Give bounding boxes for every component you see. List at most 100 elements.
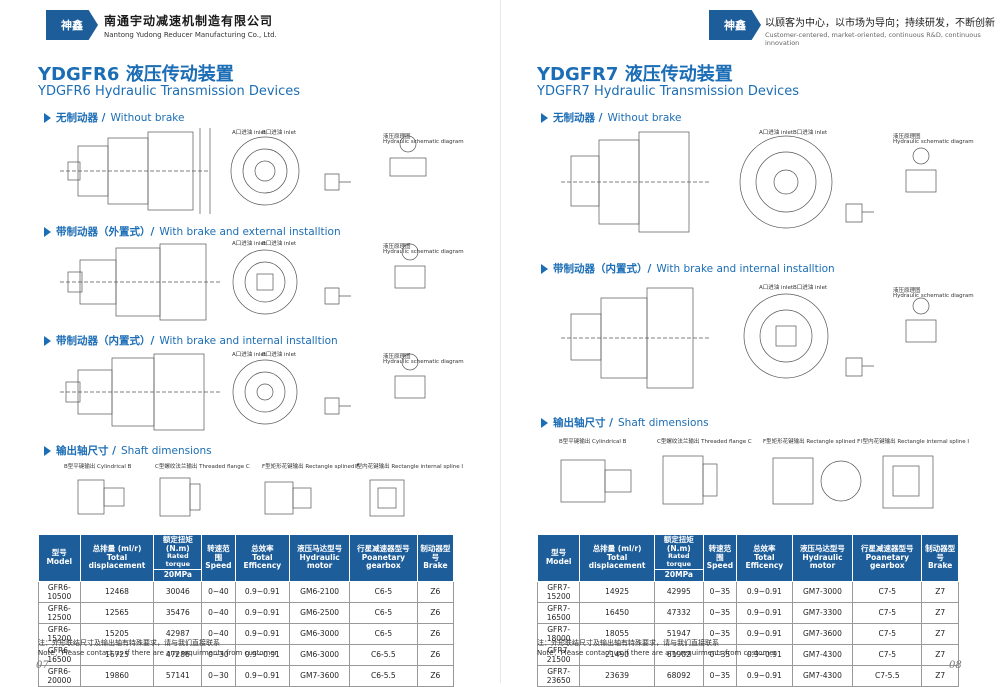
- section-shaft-dimensions: 输出轴尺寸 / Shaft dimensions: [44, 443, 212, 458]
- page-subtitle: YDGFR7 Hydraulic Transmission Devices: [537, 84, 800, 99]
- shaft-label-i: I型内花键输出 Rectangle internal spline I: [861, 439, 970, 445]
- company-logo: 神鑫: [709, 10, 761, 40]
- label-schematic-cn: 液压原理图: [383, 134, 411, 140]
- label-a-inlet: A口进油 inlet: [232, 130, 267, 136]
- label-schematic-cn: 液压原理图: [383, 244, 411, 250]
- footnote-en: Note：Please contact us if there are any …: [38, 649, 278, 658]
- logo-text: 神鑫: [724, 19, 746, 32]
- company-name: 南通宇动减速机制造有限公司 Nantong Yudong Reducer Man…: [104, 12, 277, 39]
- section-shaft-dimensions: 输出轴尺寸 / Shaft dimensions: [541, 415, 709, 430]
- triangle-bullet-icon: [44, 112, 51, 123]
- shaft-label-f: F型矩形花键输出 Rectangle splined F: [262, 464, 360, 470]
- section-brake-internal: 带制动器（内置式）/ With brake and internal insta…: [44, 333, 338, 348]
- footnote-en: Note：Please contact us if there are any …: [537, 649, 777, 658]
- th-torque: 额定扭矩 (N.m)Rated torque: [153, 533, 203, 571]
- section-without-brake: 无制动器 / Without brake: [541, 110, 681, 125]
- triangle-bullet-icon: [44, 445, 51, 456]
- page-subtitle: YDGFR6 Hydraulic Transmission Devices: [38, 84, 301, 99]
- th-displacement: 总排量 (ml/r)Total displacement: [579, 534, 655, 582]
- th-torque: 额定扭矩 (N.m)Rated torque: [653, 533, 704, 571]
- page-number: 08: [949, 660, 962, 671]
- shaft-label-f: F型矩形花键输出 Rectangle splined F: [763, 439, 861, 445]
- slogan-cn: 以顾客为中心，以市场为导向；持续研发，不断创新: [765, 18, 995, 29]
- drawing-without-brake: [561, 126, 951, 246]
- shaft-label-b: B型平键输出 Cylindrical B: [559, 439, 627, 445]
- label-b-inlet: B口进油 inlet: [262, 241, 297, 247]
- drawing-brake-internal: [561, 280, 951, 400]
- page-left: 神鑫 南通宇动减速机制造有限公司 Nantong Yudong Reducer …: [0, 0, 500, 687]
- footnote-cn: 注：外形联结尺寸及输出轴有特殊要求，请与我们直接联系: [38, 639, 220, 647]
- shaft-drawings: [60, 472, 460, 522]
- shaft-drawings: [551, 448, 961, 518]
- footnote-cn: 注：外形联结尺寸及输出轴有特殊要求，请与我们直接联系: [537, 639, 719, 647]
- label-b-inlet: B口进油 inlet: [793, 285, 828, 291]
- triangle-bullet-icon: [541, 417, 548, 428]
- label-schematic-en: Hydraulic schematic diagram: [893, 293, 974, 299]
- slogan-en: Customer-centered, market-oriented, cont…: [765, 31, 981, 47]
- label-schematic-cn: 液压原理图: [383, 354, 411, 360]
- slogan: 以顾客为中心，以市场为导向；持续研发，不断创新 Customer-centere…: [765, 14, 1000, 47]
- label-a-inlet: A口进油 inlet: [232, 241, 267, 247]
- label-b-inlet: B口进油 inlet: [262, 352, 297, 358]
- shaft-label-i: I型内花键输出 Rectangle internal spline I: [355, 464, 464, 470]
- page-right: 神鑫 以顾客为中心，以市场为导向；持续研发，不断创新 Customer-cent…: [500, 0, 1000, 687]
- th-torque-pressure: 20MPa: [653, 569, 704, 582]
- triangle-bullet-icon: [541, 263, 548, 274]
- drawing-brake-external: [60, 238, 450, 326]
- section-brake-external: 带制动器（外置式）/ With brake and external insta…: [44, 224, 341, 239]
- label-schematic-en: Hydraulic schematic diagram: [383, 249, 464, 255]
- label-a-inlet: A口进油 inlet: [759, 285, 794, 291]
- label-b-inlet: B口进油 inlet: [793, 130, 828, 136]
- company-name-en: Nantong Yudong Reducer Manufacturing Co.…: [104, 31, 277, 39]
- section-brake-internal: 带制动器（内置式）/ With brake and internal insta…: [541, 261, 835, 276]
- triangle-bullet-icon: [44, 226, 51, 237]
- drawing-brake-internal: [60, 348, 450, 436]
- label-schematic-en: Hydraulic schematic diagram: [383, 359, 464, 365]
- shaft-label-c: C型螺纹法兰输出 Threaded flange C: [657, 439, 752, 445]
- label-a-inlet: A口进油 inlet: [232, 352, 267, 358]
- triangle-bullet-icon: [541, 112, 548, 123]
- footnote: 注：外形联结尺寸及输出轴有特殊要求，请与我们直接联系 Note：Please c…: [537, 638, 777, 658]
- section-without-brake: 无制动器 / Without brake: [44, 110, 184, 125]
- label-schematic-en: Hydraulic schematic diagram: [383, 139, 464, 145]
- label-a-inlet: A口进油 inlet: [759, 130, 794, 136]
- shaft-label-c: C型螺纹法兰输出 Threaded flange C: [155, 464, 250, 470]
- page-title: YDGFR6 液压传动装置: [38, 64, 234, 85]
- shaft-label-b: B型平键输出 Cylindrical B: [64, 464, 132, 470]
- company-name-cn: 南通宇动减速机制造有限公司: [104, 14, 274, 28]
- page-number: 07: [36, 660, 49, 671]
- logo-text: 神鑫: [61, 19, 83, 32]
- drawing-without-brake: [60, 126, 450, 216]
- label-schematic-en: Hydraulic schematic diagram: [893, 139, 974, 145]
- company-logo: 神鑫: [46, 10, 98, 40]
- triangle-bullet-icon: [44, 335, 51, 346]
- footnote: 注：外形联结尺寸及输出轴有特殊要求，请与我们直接联系 Note：Please c…: [38, 638, 278, 658]
- th-torque-pressure: 20MPa: [153, 569, 203, 582]
- th-displacement: 总排量 (ml/r)Total displacement: [79, 534, 155, 582]
